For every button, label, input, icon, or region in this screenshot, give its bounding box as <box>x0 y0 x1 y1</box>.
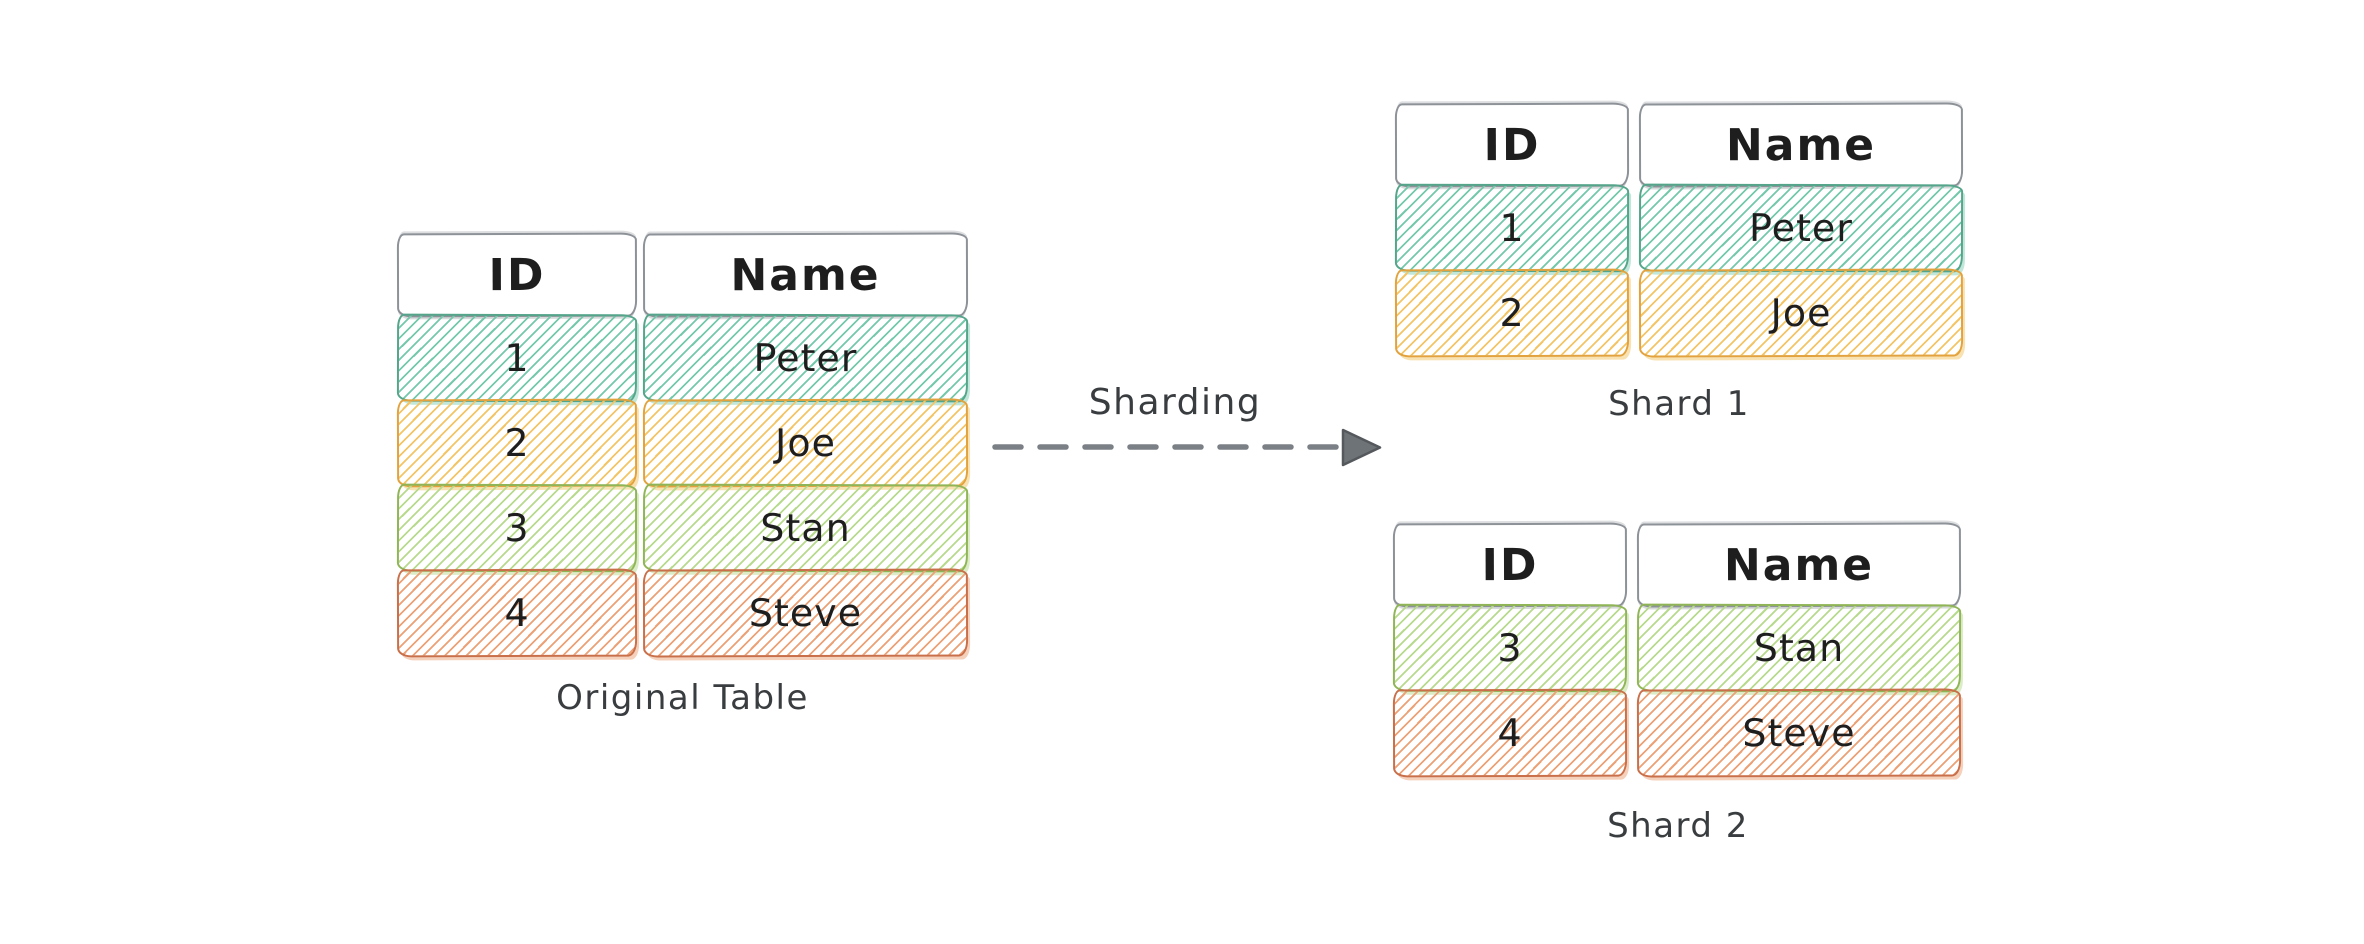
original-row4-name-cell: Steve <box>642 568 969 658</box>
shard1-name-header-cell: Name <box>1638 102 1964 188</box>
original-row4-id-cell: 4 <box>396 568 638 658</box>
shard2-row2-name-cell: Steve <box>1636 688 1962 778</box>
shard1-row1-id-cell: 1 <box>1394 183 1630 273</box>
dashed-arrow-icon <box>992 428 1382 467</box>
original-name-header-cell: Name <box>642 232 969 318</box>
original-row1-id-cell: 1 <box>396 313 638 403</box>
shard1-row1-name-cell: Peter <box>1638 183 1964 273</box>
shard1-id-header-cell: ID <box>1394 102 1630 188</box>
original-row1-name-cell: Peter <box>642 313 969 403</box>
original-row2-id-cell: 2 <box>396 398 638 488</box>
shard2-row2-id-cell: 4 <box>1392 688 1628 778</box>
shard2-row1-name-cell: Stan <box>1636 603 1962 693</box>
shard2-name-header-cell: Name <box>1636 522 1962 608</box>
shard1-caption: Shard 1 <box>1608 384 1750 424</box>
shard2-caption: Shard 2 <box>1607 806 1749 846</box>
original-row2-name-cell: Joe <box>642 398 969 488</box>
shard1-id-column: ID 1 2 <box>1394 102 1630 358</box>
original-row3-id-cell: 3 <box>396 483 638 573</box>
shard2-id-header-cell: ID <box>1392 522 1628 608</box>
original-row3-name-cell: Stan <box>642 483 969 573</box>
original-table-id-column: ID 1 2 3 4 <box>396 232 638 658</box>
original-table-caption: Original Table <box>556 678 809 718</box>
shard1-row2-name-cell: Joe <box>1638 268 1964 358</box>
shard1-name-column: Name Peter Joe <box>1638 102 1964 358</box>
shard2-id-column: ID 3 4 <box>1392 522 1628 778</box>
original-id-header-cell: ID <box>396 232 638 318</box>
original-table: ID 1 2 3 4 Name Peter Joe Stan Steve <box>396 232 969 658</box>
shard2-table: ID 3 4 Name Stan Steve <box>1392 522 1962 778</box>
shard2-name-column: Name Stan Steve <box>1636 522 1962 778</box>
sharding-arrow-label: Sharding <box>1088 382 1262 423</box>
shard2-row1-id-cell: 3 <box>1392 603 1628 693</box>
original-table-name-column: Name Peter Joe Stan Steve <box>642 232 969 658</box>
sharding-dashed-arrow <box>992 424 1387 472</box>
shard1-row2-id-cell: 2 <box>1394 268 1630 358</box>
shard1-table: ID 1 2 Name Peter Joe <box>1394 102 1964 358</box>
